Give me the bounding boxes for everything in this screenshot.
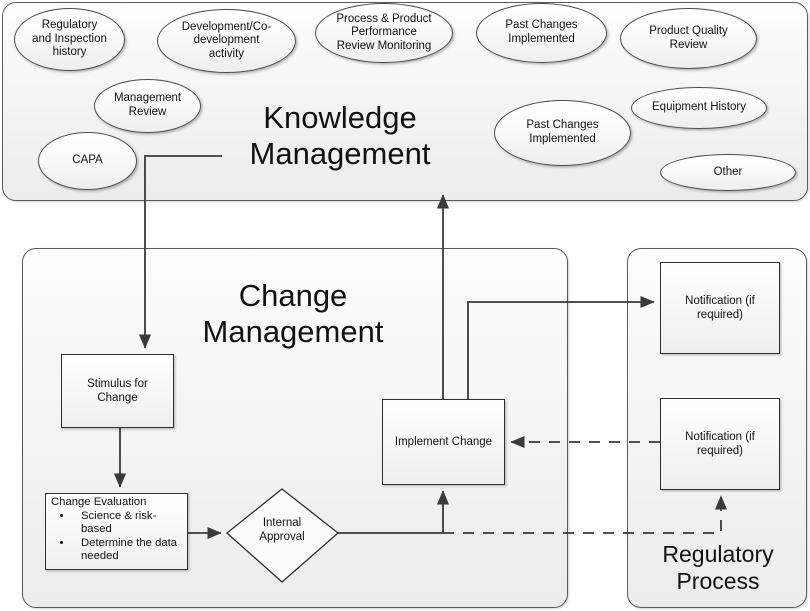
notification-bottom-label: Notification (if required) xyxy=(685,431,755,457)
km-node-past-changes-implemented-top[interactable]: Past Changes Implemented xyxy=(476,3,607,63)
change-evaluation-bullets: Science & risk-based Determine the data … xyxy=(51,510,184,564)
change-evaluation-bullet: Science & risk-based xyxy=(73,510,184,537)
change-evaluation-heading: Change Evaluation xyxy=(51,496,147,508)
km-node-label: Development/Co- development activity xyxy=(181,20,272,60)
regulatory-process-title: Regulatory Process xyxy=(662,541,774,594)
knowledge-management-title: Knowledge Management xyxy=(249,100,431,171)
notification-top-box[interactable]: Notification (if required) xyxy=(660,262,780,354)
km-node-other[interactable]: Other xyxy=(660,154,796,191)
km-node-product-quality-review[interactable]: Product Quality Review xyxy=(620,8,757,69)
km-node-label: Regulatory and Inspection history xyxy=(32,19,107,59)
km-node-label: Management Review xyxy=(113,92,182,118)
km-node-capa[interactable]: CAPA xyxy=(38,132,137,190)
stimulus-for-change-label: Stimulus for Change xyxy=(87,378,148,404)
km-node-past-changes-implemented-bottom[interactable]: Past Changes Implemented xyxy=(494,100,631,166)
km-node-label: Equipment History xyxy=(652,101,746,114)
internal-approval-label: Internal Approval xyxy=(259,517,305,543)
change-evaluation-bullet: Determine the data needed xyxy=(73,537,184,564)
stimulus-for-change-box[interactable]: Stimulus for Change xyxy=(61,354,174,428)
km-node-management-review[interactable]: Management Review xyxy=(94,79,201,133)
implement-change-label: Implement Change xyxy=(394,436,493,448)
km-node-label: Product Quality Review xyxy=(649,24,728,51)
km-node-label: Process & Product Performance Review Mon… xyxy=(336,12,432,52)
km-node-development-co-development-activity[interactable]: Development/Co- development activity xyxy=(157,9,296,73)
notification-bottom-box[interactable]: Notification (if required) xyxy=(660,398,780,490)
km-node-label: Other xyxy=(713,165,743,178)
change-management-title: Change Management xyxy=(202,278,384,349)
km-node-label: CAPA xyxy=(72,154,103,167)
km-node-process-product-performance-review-monitoring[interactable]: Process & Product Performance Review Mon… xyxy=(315,3,453,63)
connector-implement-to-notification-top xyxy=(467,295,655,399)
km-node-label: Past Changes Implemented xyxy=(505,19,578,45)
km-node-regulatory-inspection-history[interactable]: Regulatory and Inspection history xyxy=(14,8,125,71)
notification-top-label: Notification (if required) xyxy=(685,295,755,321)
internal-approval-diamond[interactable] xyxy=(225,488,340,583)
connector-approval-to-implement xyxy=(338,490,450,534)
connector-km-to-stimulus xyxy=(138,155,222,349)
change-evaluation-box[interactable]: Change Evaluation Science & risk-based D… xyxy=(45,493,188,570)
km-node-equipment-history[interactable]: Equipment History xyxy=(631,87,767,129)
implement-change-box[interactable]: Implement Change xyxy=(382,399,505,485)
km-node-label: Past Changes Implemented xyxy=(526,119,599,145)
connector-approval-to-regulatory-notification xyxy=(443,495,728,534)
